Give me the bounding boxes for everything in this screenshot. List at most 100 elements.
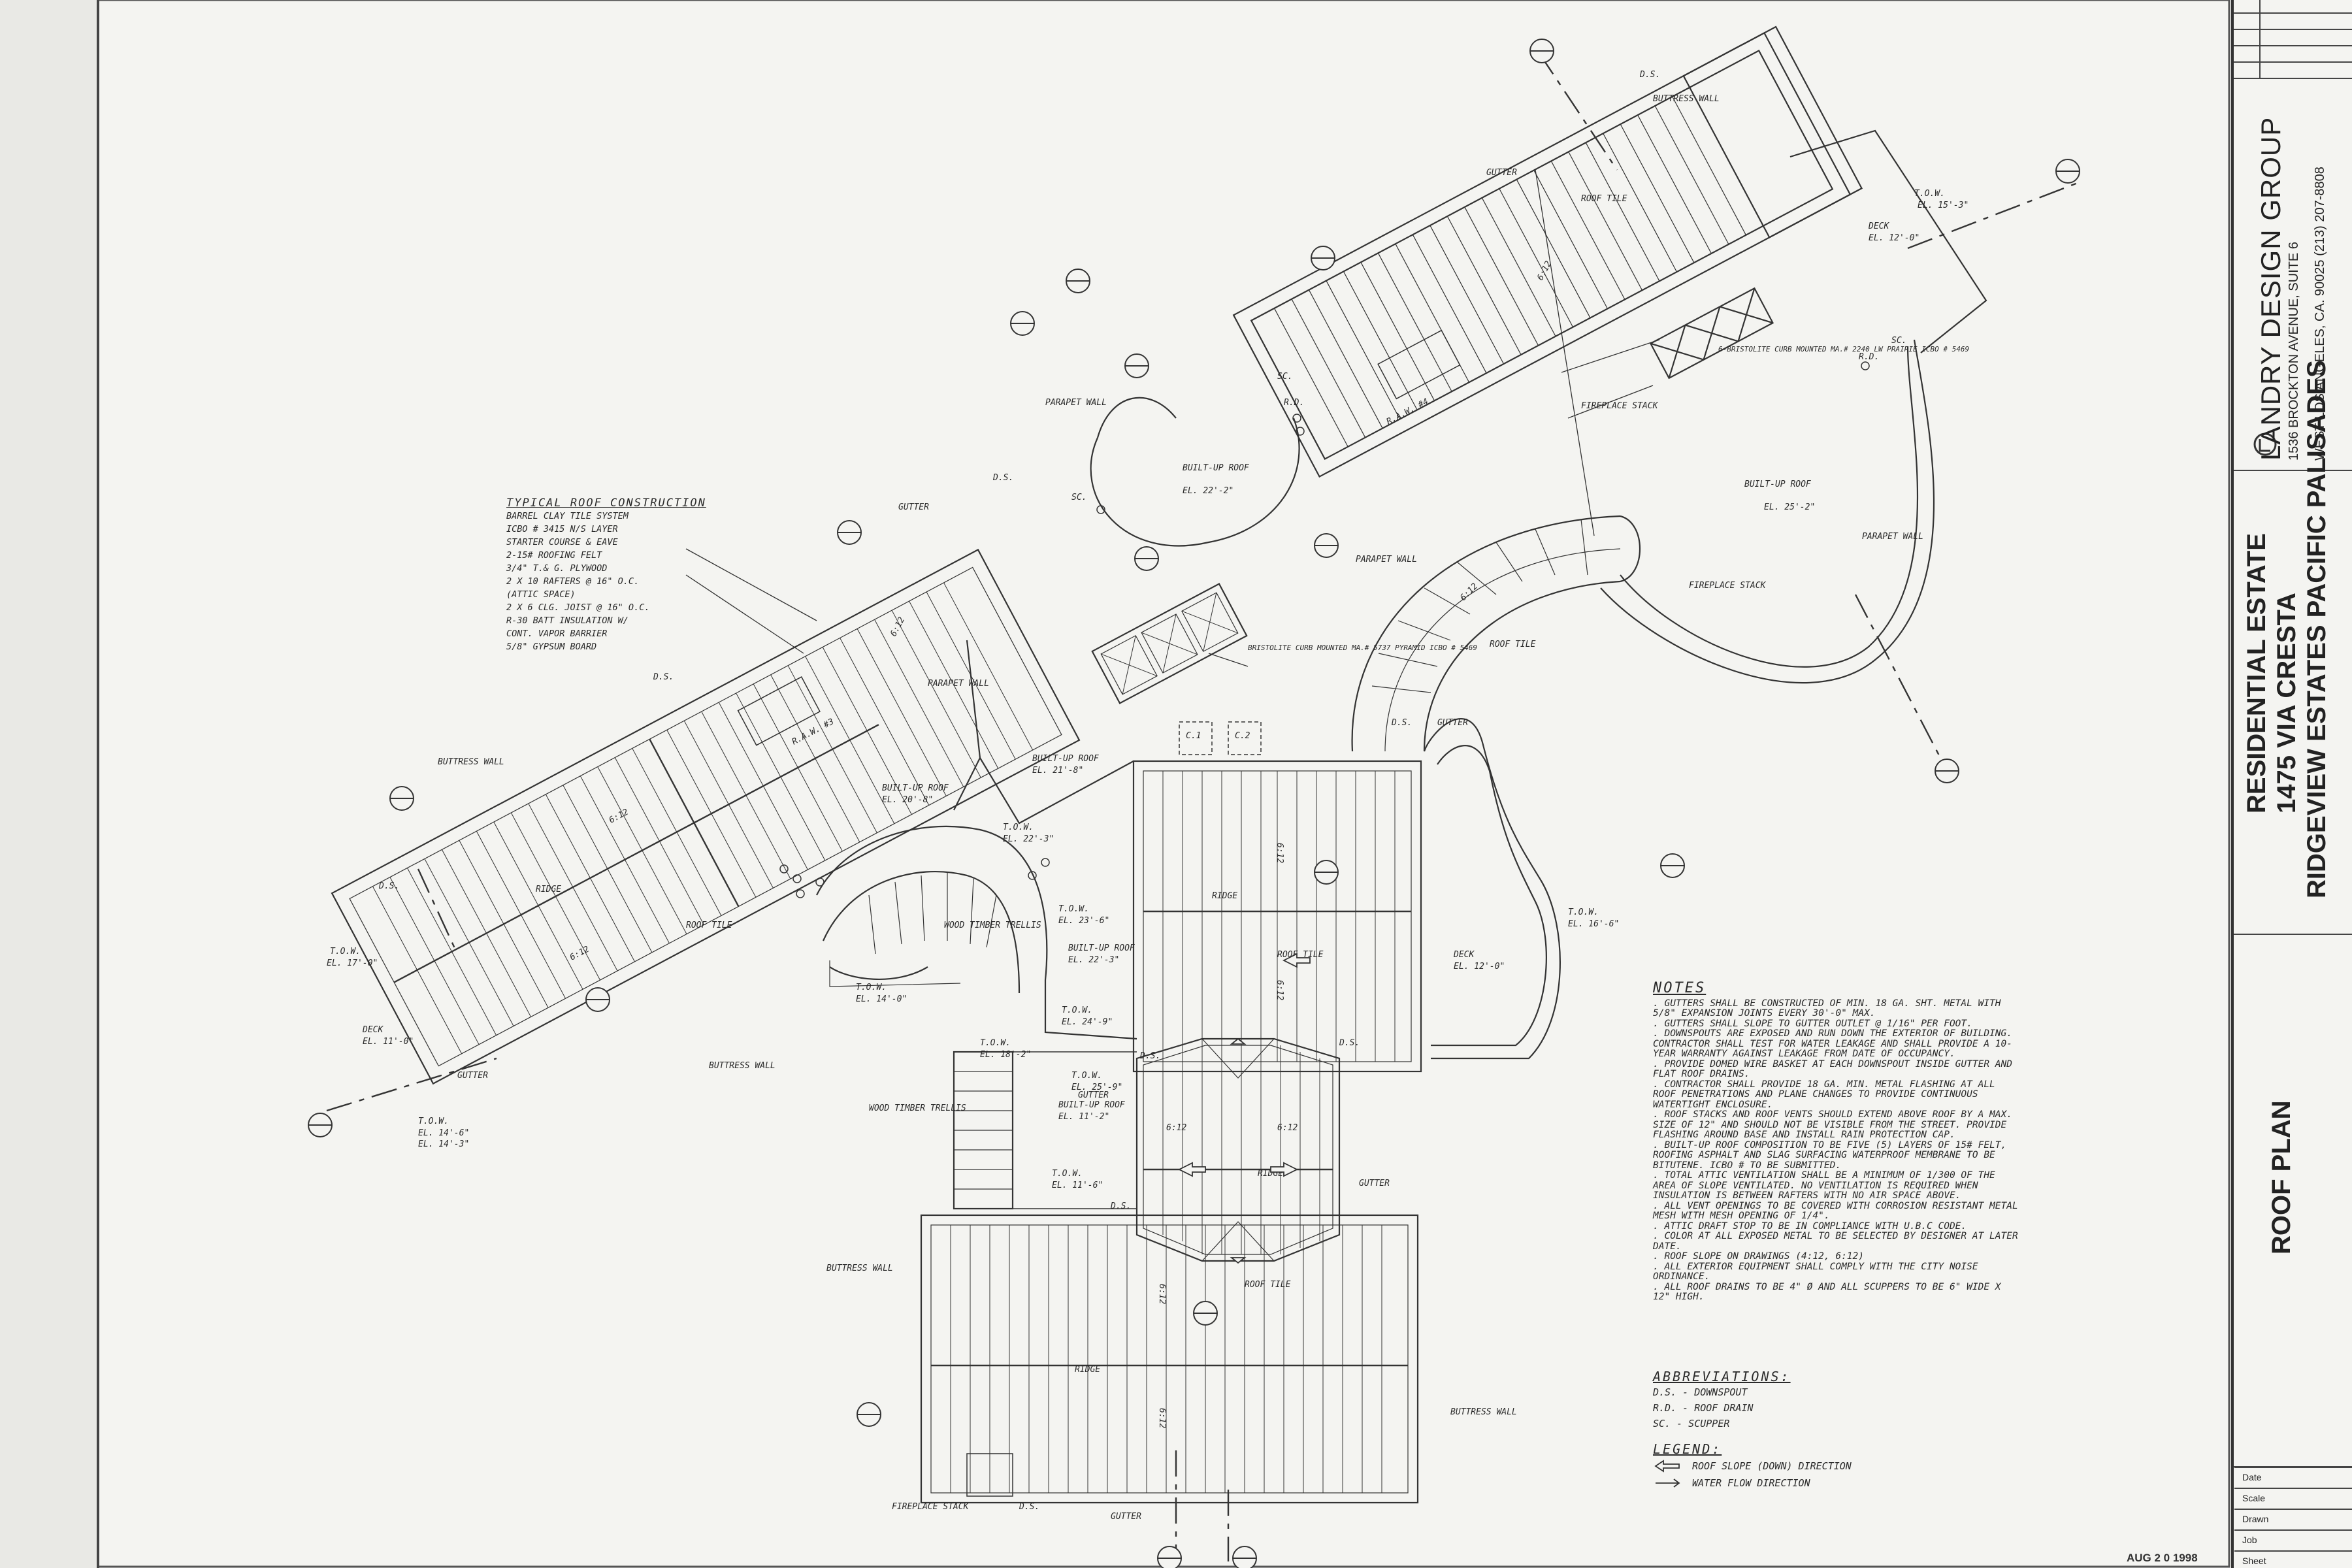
label-slope: 6:12	[889, 615, 907, 638]
label-buttress-wall: BUTTRESS WALL	[1450, 1407, 1517, 1417]
water-flow-arrow-icon	[1656, 1478, 1680, 1488]
note-item: . PROVIDE DOMED WIRE BASKET AT EACH DOWN…	[1653, 1058, 2012, 1079]
slope-arrow-icon	[1654, 1460, 1680, 1473]
curved-roof-east	[1351, 515, 1641, 752]
section-marker	[1157, 1546, 1182, 1568]
built-up-roof-east	[1620, 346, 1919, 668]
note-item: . ATTIC DRAFT STOP TO BE IN COMPLIANCE W…	[1653, 1220, 1967, 1232]
label-el: EL. 25'-2"	[1764, 502, 1815, 512]
label-ds: D.S.	[1391, 718, 1412, 728]
project-address: 1475 VIA CRESTA	[2272, 593, 2301, 813]
label-sc: SC.	[1277, 372, 1292, 382]
label-el: EL. 22'-2"	[1183, 486, 1233, 496]
label-tow: T.O.W.	[1914, 189, 1945, 199]
label-tow: T.O.W.	[1052, 1169, 1083, 1179]
label-buttress-wall: BUTTRESS WALL	[438, 757, 504, 767]
section-marker	[1124, 353, 1149, 378]
label-tow: T.O.W.	[980, 1038, 1011, 1048]
column-markers	[1179, 721, 1262, 755]
title-block-frame	[2234, 0, 2352, 1467]
note-item: . COLOR AT ALL EXPOSED METAL TO BE SELEC…	[1653, 1231, 2018, 1252]
label-el: EL. 12'-0"	[1454, 962, 1505, 972]
section-marker	[1660, 853, 1685, 878]
deck-northeast	[1789, 129, 1987, 353]
label-el: EL. 11'-2"	[1058, 1112, 1109, 1122]
deck-east-curve	[1423, 718, 1561, 1060]
label-c2: C.2	[1235, 731, 1250, 741]
project-title: RESIDENTIAL ESTATE	[2242, 533, 2271, 813]
section-marker	[2055, 159, 2080, 184]
sheet-title: ROOF PLAN	[2267, 1100, 2296, 1254]
label-ds: D.S.	[1110, 1201, 1131, 1211]
slope-arrow	[1230, 1037, 1247, 1264]
scan-edge	[0, 0, 98, 1568]
typical-roof-line: CONT. VAPOR BARRIER	[506, 629, 608, 639]
notes-heading: NOTES	[1653, 980, 1707, 996]
typical-roof-line: 3/4" T.& G. PLYWOOD	[506, 563, 608, 574]
typical-roof-line: R-30 BATT INSULATION W/	[506, 615, 629, 626]
section-marker	[1311, 246, 1335, 270]
label-el: EL. 25'-9"	[1071, 1083, 1122, 1092]
label-buttress-wall: BUTTRESS WALL	[826, 1264, 893, 1273]
plan-labels: GUTTER GUTTER GUTTER GUTTER GUTTER GUTTE…	[327, 70, 1969, 1522]
label-built-up-roof: BUILT-UP ROOF	[1058, 1100, 1126, 1110]
label-el: EL. 23'-6"	[1058, 916, 1109, 926]
label-raw: R.A.W. #4	[1385, 397, 1430, 427]
section-marker	[857, 1402, 881, 1427]
label-ds: D.S.	[1139, 1051, 1160, 1061]
label-el: EL. 12'-0"	[1869, 233, 1919, 243]
label-deck: DECK	[362, 1025, 384, 1035]
note-item: . GUTTERS SHALL SLOPE TO GUTTER OUTLET @…	[1653, 1018, 1972, 1029]
label-el: EL. 24'-9"	[1062, 1017, 1113, 1027]
note-item: . BUILT-UP ROOF COMPOSITION TO BE FIVE (…	[1653, 1139, 2007, 1171]
label-slope: 6:12	[1275, 980, 1284, 1000]
title-field-sheet: Sheet	[2234, 1550, 2352, 1568]
label-c1: C.1	[1186, 731, 1201, 741]
note-item: . DOWNSPOUTS ARE EXPOSED AND RUN DOWN TH…	[1653, 1028, 2012, 1059]
company-name: LANDRY DESIGN GROUP	[2255, 116, 2286, 461]
typical-roof-line: 2-15# ROOFING FELT	[506, 550, 602, 561]
label-slope: 6:12	[1157, 1408, 1167, 1428]
label-parapet-wall: PARAPET WALL	[1862, 532, 1923, 542]
leader-lines	[685, 169, 1660, 667]
label-ds: D.S.	[1639, 70, 1660, 80]
typical-roof-line: STARTER COURSE & EAVE	[506, 537, 618, 547]
section-marker	[1935, 759, 1959, 783]
label-tow: T.O.W.	[1058, 904, 1089, 914]
skylight-central	[1091, 583, 1248, 704]
note-item: . ROOF SLOPE ON DRAWINGS (4:12, 6:12)	[1653, 1251, 1865, 1262]
label-parapet-wall: PARAPET WALL	[1045, 398, 1107, 408]
typical-roof-line: 2 X 10 RAFTERS @ 16" O.C.	[506, 576, 640, 587]
label-tow: T.O.W.	[856, 983, 887, 992]
label-slope: 6:12	[1166, 1123, 1186, 1133]
label-gutter: GUTTER	[1437, 718, 1468, 728]
label-gutter: GUTTER	[1359, 1179, 1390, 1188]
label-el: EL. 21'-8"	[1032, 766, 1083, 776]
label-el: EL. 18'-2"	[980, 1050, 1031, 1060]
label-wood-trellis: WOOD TIMBER TRELLIS	[869, 1103, 966, 1113]
section-marker	[1232, 1546, 1257, 1568]
label-gutter: GUTTER	[1078, 1090, 1109, 1100]
typical-roof-construction: TYPICAL ROOF CONSTRUCTION BARREL CLAY TI…	[506, 497, 715, 653]
built-up-roof-central	[1090, 417, 1300, 547]
title-field-scale: Scale	[2234, 1488, 2352, 1509]
abbreviation-item: D.S. - DOWNSPOUT	[1653, 1386, 1748, 1398]
abbreviation-item: SC. - SCUPPER	[1653, 1418, 1730, 1429]
slope-arrow	[1282, 953, 1311, 968]
section-marker	[1314, 533, 1339, 558]
roof-central	[1132, 760, 1422, 1073]
project-location: RIDGEVIEW ESTATES PACIFIC PALISADES	[2302, 360, 2331, 898]
note-item: . ALL VENT OPENINGS TO BE COVERED WITH C…	[1653, 1200, 2018, 1221]
curved-roof-southwest	[816, 825, 1137, 1040]
label-el: EL. 20'-8"	[882, 795, 933, 805]
label-deck: DECK	[1453, 950, 1475, 960]
roof-hexagon	[1135, 1037, 1341, 1262]
label-el: EL. 17'-0"	[327, 958, 378, 968]
note-item: . ROOF STACKS AND ROOF VENTS SHOULD EXTE…	[1653, 1109, 2012, 1140]
label-tow: T.O.W.	[418, 1117, 449, 1126]
legend-label: WATER FLOW DIRECTION	[1692, 1477, 1810, 1489]
label-ds: D.S.	[1339, 1038, 1360, 1048]
wing-northeast	[1232, 25, 1863, 478]
label-ds: D.S.	[992, 473, 1013, 483]
